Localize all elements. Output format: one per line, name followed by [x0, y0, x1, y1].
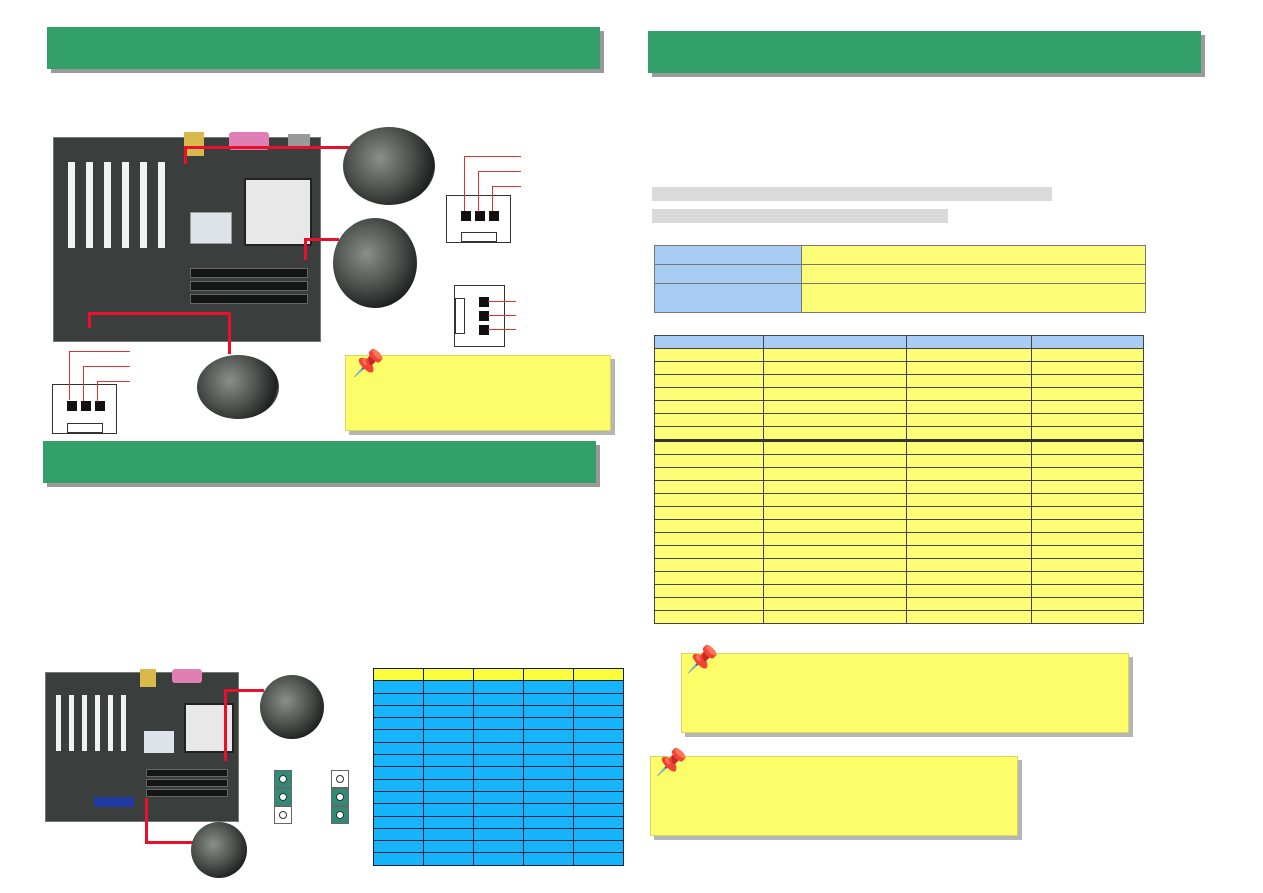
pushpin-red-icon: 📌	[655, 747, 688, 777]
jumper-setting-1	[274, 770, 292, 826]
arrow-to-chassis-fan	[88, 312, 230, 315]
zoom-jumper	[191, 822, 247, 878]
jumper-setting-2	[331, 770, 349, 826]
gray-bar-2	[652, 209, 948, 223]
zoom-system-fan-connector	[333, 218, 417, 308]
arrow-to-cpu-fan	[184, 146, 352, 149]
zoom-cpu-fan-connector	[343, 127, 435, 205]
specification-table	[654, 335, 1144, 624]
note-box-left: 📌	[345, 350, 611, 431]
pushpin-red-icon: 📌	[686, 644, 719, 674]
note-box-right-2: 📌	[650, 749, 1018, 836]
section-banner-mid-left	[43, 441, 596, 483]
arrow-to-system-fan	[304, 238, 339, 241]
gray-bar-1	[652, 187, 1052, 201]
note-box-right-1: 📌	[681, 646, 1129, 733]
frequency-table	[373, 667, 624, 866]
section-banner-top-right	[648, 31, 1201, 73]
motherboard-photo-2	[45, 669, 239, 822]
arrow-to-jumper	[224, 689, 264, 692]
fan-connector-diagram-2	[454, 285, 505, 347]
section-banner-top-left	[47, 27, 600, 69]
zoom-chassis-fan-connector	[197, 355, 279, 419]
pushpin-blue-icon: 📌	[352, 348, 385, 378]
motherboard-photo	[53, 132, 321, 342]
fan-connector-diagram-3	[52, 384, 117, 434]
arrow-to-connector	[145, 798, 148, 844]
info-table	[654, 245, 1146, 313]
zoom-dip-switch	[260, 675, 324, 739]
